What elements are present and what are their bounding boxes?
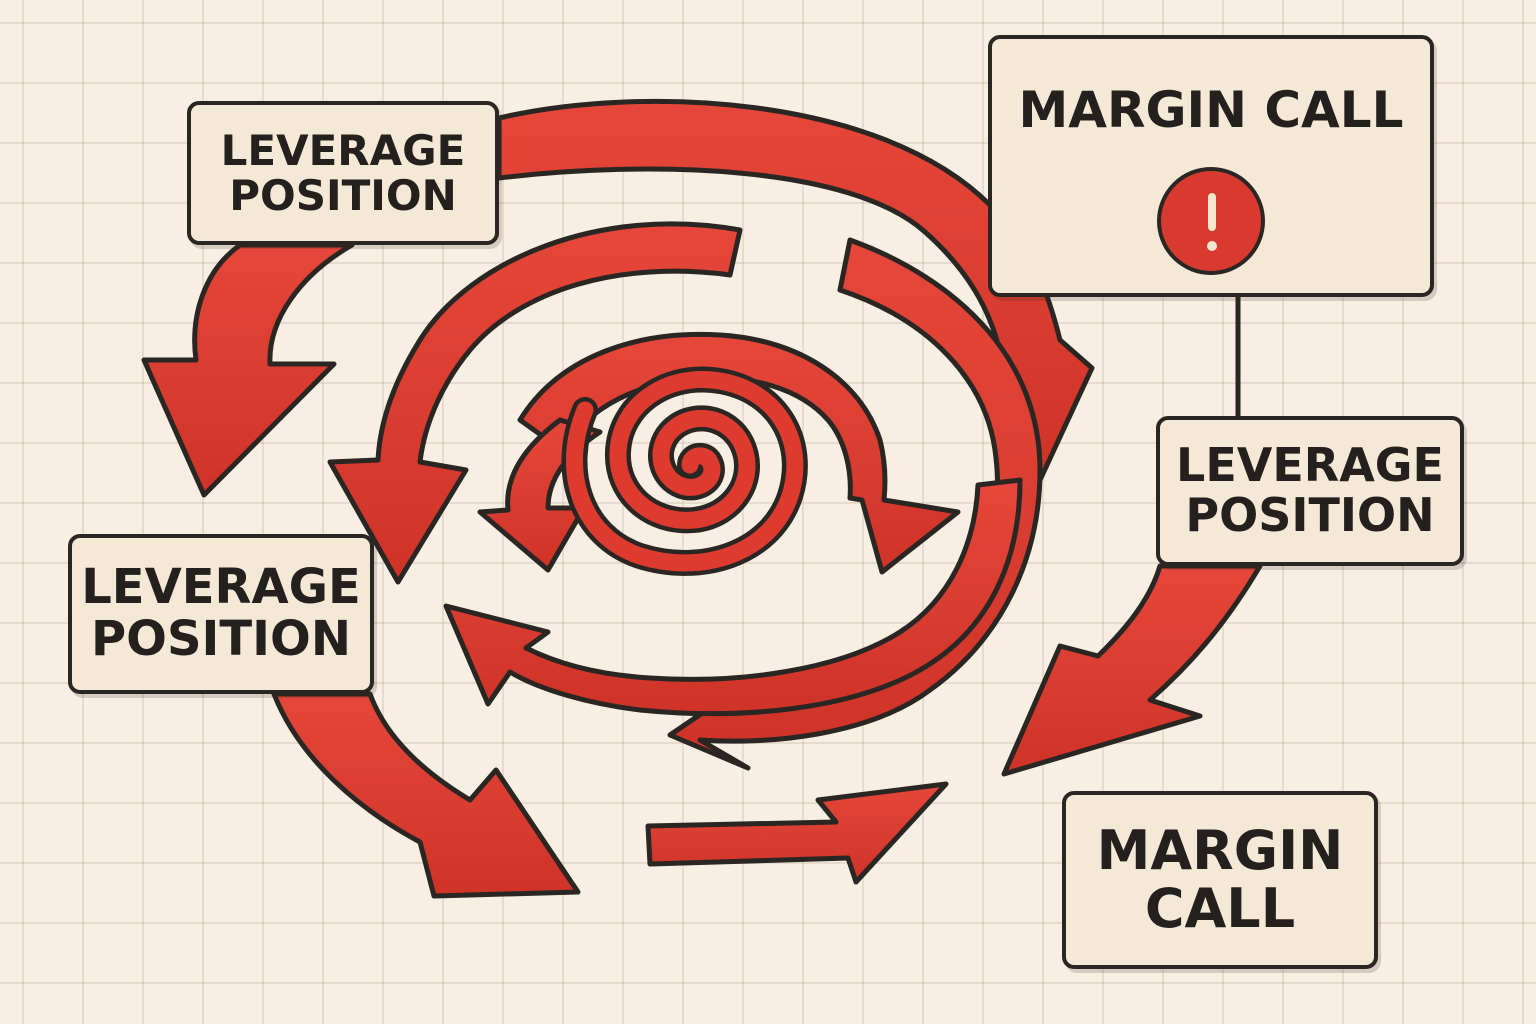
arrow-bottom-right	[645, 781, 949, 885]
margin-call-label: MARGIN CALL	[1018, 81, 1404, 139]
leverage-position-box-right: LEVERAGE POSITION	[1156, 416, 1464, 566]
box-label-line1: LEVERAGE	[1176, 438, 1444, 493]
box-label-line1: LEVERAGE	[220, 125, 466, 175]
arrow-ring-2-left	[327, 221, 743, 585]
exclamation-icon	[1157, 167, 1265, 275]
margin-call-box-bottom: MARGIN CALL	[1062, 791, 1378, 969]
leverage-position-box-left: LEVERAGE POSITION	[68, 534, 374, 694]
box-label-line2: POSITION	[1185, 488, 1435, 542]
box-label-line1: LEVERAGE	[81, 559, 361, 616]
arrow-right-down-curve	[1001, 563, 1263, 777]
arrow-left-down-curve	[271, 691, 581, 899]
box-label-line1: MARGIN	[1096, 818, 1344, 882]
arrow-left-top-arc	[141, 242, 355, 498]
margin-call-box-top: MARGIN CALL	[988, 35, 1434, 297]
box-label-line2: POSITION	[229, 171, 457, 220]
arrow-ring-3-bottom	[443, 477, 1023, 717]
box-label-line2: POSITION	[91, 611, 351, 667]
leverage-position-box-top: LEVERAGE POSITION	[187, 101, 499, 245]
box-label-line2: CALL	[1144, 877, 1296, 940]
arrow-outer-top-arc	[496, 98, 1095, 483]
